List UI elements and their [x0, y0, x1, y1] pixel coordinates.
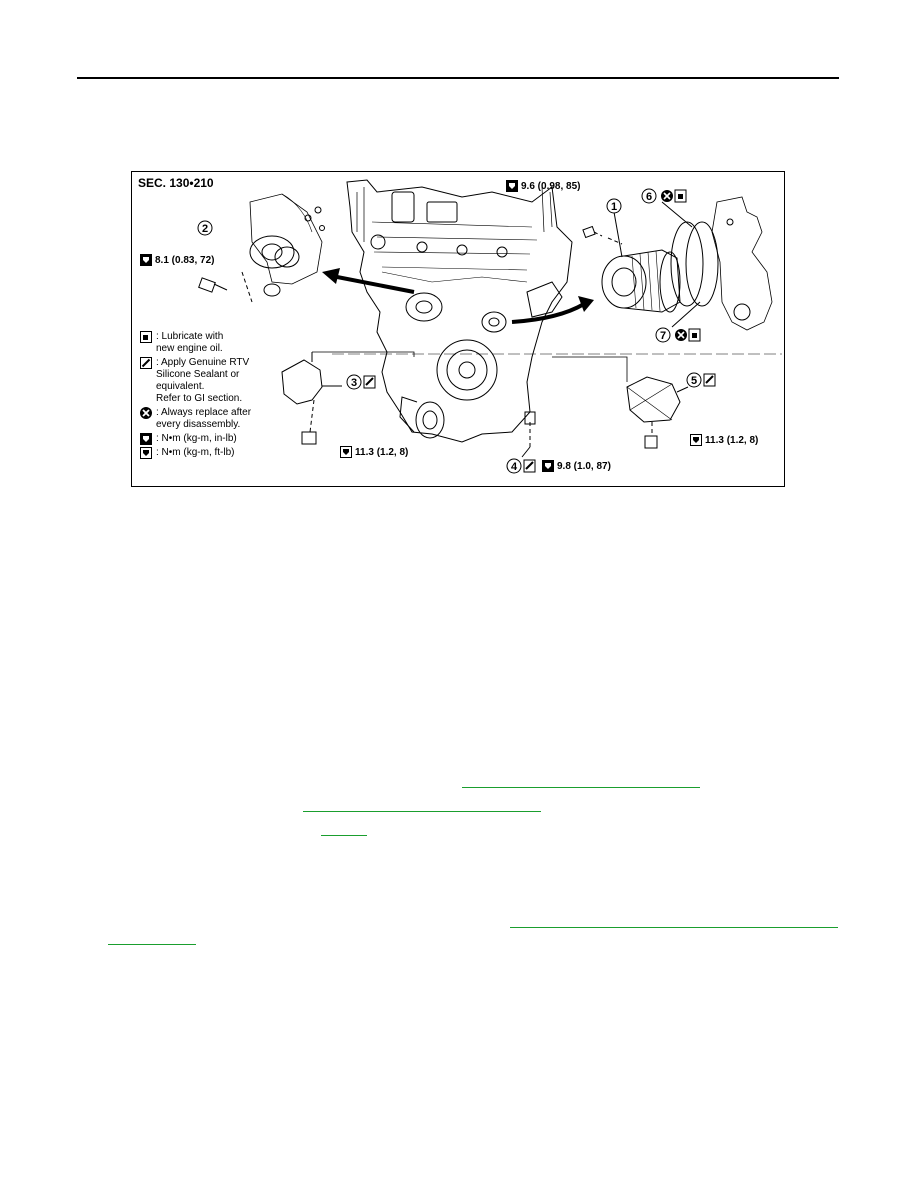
callout-2: 2	[197, 220, 213, 236]
callout-2-label: 2	[202, 223, 208, 235]
callout-6-label: 6	[646, 191, 652, 203]
replace-icon	[140, 407, 152, 419]
torque-value-part-2: 8.1 (0.83, 72)	[155, 254, 215, 266]
exploded-view-figure: 1 2 3 4 5 6 7	[131, 171, 785, 487]
o-ring-drawing	[670, 221, 704, 307]
torque-wrench-filled-icon	[506, 180, 518, 192]
callout-7-label: 7	[660, 330, 666, 342]
callout-3: 3	[346, 374, 362, 390]
legend-text-replace: : Always replace after every disassembly…	[156, 407, 252, 430]
crank-pulley-drawing	[436, 339, 498, 401]
legend-row-torque-ftlb: : N•m (kg-m, ft-lb)	[140, 447, 310, 459]
legend-row-torque-inlb: : N•m (kg-m, in-lb)	[140, 433, 310, 445]
legend-text-torque-ftlb: : N•m (kg-m, ft-lb)	[156, 447, 235, 458]
callout-1: 1	[606, 198, 622, 214]
arrow-right-drawing	[511, 302, 586, 324]
callout-4: 4	[506, 458, 522, 474]
torque-part-4: 9.8 (1.0, 87)	[542, 460, 611, 472]
cover-right-drawing	[626, 376, 681, 423]
callout-5-label: 5	[691, 375, 697, 387]
engine-block-drawing	[346, 179, 573, 443]
torque-wrench-outline-icon	[140, 447, 152, 459]
engine-drawing: 1 2 3 4 5 6 7	[197, 179, 782, 474]
top-rule	[77, 77, 839, 79]
legend-row-replace: : Always replace after every disassembly…	[140, 407, 310, 431]
torque-wrench-filled-icon	[542, 460, 554, 472]
oil-can-icon	[140, 331, 152, 343]
cover-left-drawing	[281, 359, 323, 405]
idler-pulley-drawing	[249, 235, 295, 269]
link-underline-1[interactable]	[462, 787, 700, 788]
legend-text-lubricate: : Lubricate with new engine oil.	[156, 331, 224, 354]
torque-value-part-4: 9.8 (1.0, 87)	[557, 460, 611, 472]
torque-part-5: 11.3 (1.2, 8)	[690, 434, 758, 446]
link-underline-5[interactable]	[108, 944, 196, 945]
torque-value-part-3: 11.3 (1.2, 8)	[355, 446, 409, 458]
water-pump-drawing	[601, 255, 647, 309]
torque-part-2: 8.1 (0.83, 72)	[140, 254, 214, 266]
arrow-left-drawing	[331, 274, 415, 294]
legend-text-sealant: : Apply Genuine RTV Silicone Sealant or …	[156, 357, 250, 404]
torque-wrench-outline-icon	[340, 446, 352, 458]
link-underline-3[interactable]	[321, 835, 367, 836]
torque-part-1: 9.6 (0.98, 85)	[506, 180, 580, 192]
callout-7: 7	[655, 327, 671, 343]
link-underline-4[interactable]	[510, 927, 838, 928]
sealant-icon	[140, 357, 152, 369]
bracket-drawing	[249, 193, 323, 285]
link-underline-2[interactable]	[303, 811, 541, 812]
callout-4-label: 4	[511, 461, 518, 473]
torque-wrench-outline-icon	[690, 434, 702, 446]
legend-row-lubricate: : Lubricate with new engine oil.	[140, 331, 310, 355]
legend-row-sealant: : Apply Genuine RTV Silicone Sealant or …	[140, 357, 310, 405]
section-label: SEC. 130•210	[138, 176, 214, 190]
torque-value-part-5: 11.3 (1.2, 8)	[705, 434, 759, 446]
torque-wrench-filled-icon	[140, 433, 152, 445]
callout-1-label: 1	[611, 201, 617, 213]
callout-6: 6	[641, 188, 657, 204]
symbol-legend: : Lubricate with new engine oil. : Apply…	[140, 331, 310, 461]
legend-text-torque-inlb: : N•m (kg-m, in-lb)	[156, 433, 237, 444]
callout-5: 5	[686, 372, 702, 388]
torque-wrench-filled-icon	[140, 254, 152, 266]
torque-part-3: 11.3 (1.2, 8)	[340, 446, 408, 458]
torque-value-part-1: 9.6 (0.98, 85)	[521, 180, 581, 192]
callout-3-label: 3	[351, 377, 357, 389]
